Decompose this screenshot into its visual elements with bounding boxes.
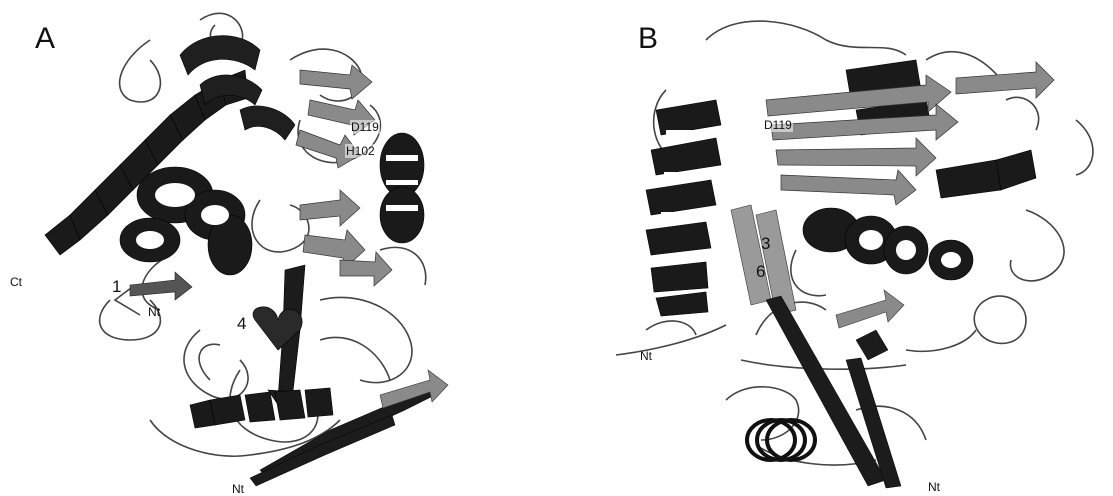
residue-h102-label: H102: [345, 144, 376, 158]
strands-diagonal-b: [731, 205, 796, 315]
nt-label-left-b: Nt: [640, 349, 652, 363]
strand-6-label-b: 6: [756, 262, 765, 282]
residue-d119-label-b: D119: [763, 118, 793, 132]
strand-lower-grey-b: [836, 290, 904, 328]
helix-right-a: [380, 133, 424, 243]
helix-bottom-a: [190, 388, 333, 428]
nt-label-left: Nt: [148, 305, 160, 319]
strand-3-label-b: 3: [761, 234, 770, 254]
ribbon-structure-a: [0, 0, 556, 492]
ribbon-structure-b: [556, 0, 1113, 492]
panel-b: B Nt Nt D119 3 6: [556, 0, 1113, 492]
panel-a-letter: A: [35, 22, 55, 56]
nt-label-bottom: Nt: [232, 482, 244, 496]
strand-1-a: [130, 272, 192, 300]
strand-1-label: 1: [112, 277, 121, 297]
ct-label: Ct: [10, 275, 22, 289]
residue-d119-label: D119: [350, 120, 380, 134]
helix-bottom-b: [747, 420, 815, 460]
panel-b-letter: B: [638, 22, 658, 56]
panel-a: A Ct Nt Nt 1 4 D119 H102: [0, 0, 556, 492]
strands-a: [296, 65, 392, 286]
strand-4-label: 4: [237, 314, 246, 334]
helix-center-b: [803, 208, 973, 280]
